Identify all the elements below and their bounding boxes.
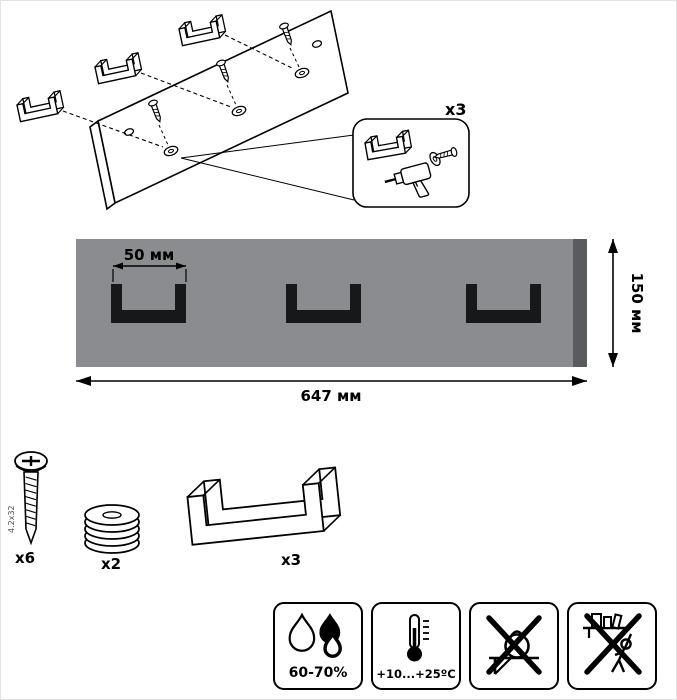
hook: [177, 14, 228, 47]
thermometer-icon: [375, 609, 457, 667]
front-view-illustration: 50 мм 647 мм 150 мм: [76, 239, 646, 405]
screw-illustration: 4.2x32: [7, 449, 61, 549]
dimension-board-width: 647 мм: [76, 376, 587, 405]
prohibition-cross: [587, 616, 639, 672]
dimension-board-height: 150 мм: [608, 239, 646, 367]
no-hanging-climbing-box: [567, 602, 657, 690]
leader-line: [63, 111, 163, 147]
hook: [111, 284, 186, 323]
screw-count-label: x6: [15, 549, 36, 567]
hook-illustration: [167, 457, 367, 557]
dimension-label-50: 50 мм: [124, 246, 175, 264]
no-hanging-climbing-icon: [571, 609, 653, 681]
hook: [93, 52, 144, 85]
humidity-drops-icon: [277, 609, 359, 665]
prohibition-cross: [489, 618, 539, 672]
person-figure: [612, 634, 631, 672]
screw-threads: [25, 477, 37, 526]
assembly-axis-line: [159, 125, 168, 145]
callout-bubble: [353, 119, 469, 207]
assembly-axis-line: [227, 85, 236, 105]
temperature-range-label: +10...+25ºC: [376, 667, 456, 681]
hook: [466, 284, 541, 323]
hook: [15, 90, 66, 123]
leader-line: [141, 73, 231, 107]
board-side-edge: [573, 239, 587, 367]
drill-icon: [383, 162, 436, 205]
hook-count-label: x3: [281, 551, 302, 569]
temperature-condition-box: +10...+25ºC: [371, 602, 461, 690]
leader-line: [225, 35, 294, 69]
no-heavy-load-box: [469, 602, 559, 690]
humidity-range-label: 60-70%: [288, 665, 348, 681]
mounting-hole: [312, 40, 323, 49]
condition-pictogram-row: 60-70% +10...+25ºC: [273, 602, 657, 690]
detail-callout: x3: [181, 100, 469, 207]
callout-cone-line: [181, 135, 354, 158]
callout-count-label: x3: [445, 100, 466, 119]
no-heavy-load-icon: [473, 609, 555, 681]
hook: [286, 284, 361, 323]
humidity-condition-box: 60-70%: [273, 602, 363, 690]
dimension-hook-width: 50 мм: [113, 246, 186, 282]
dimension-label-150: 150 мм: [628, 272, 646, 333]
exploded-view-illustration: x3: [15, 1, 677, 229]
dimension-label-647: 647 мм: [300, 387, 361, 405]
screw-size-label: 4.2x32: [7, 505, 16, 533]
hook-rail-board: [76, 239, 587, 367]
washer-stack-illustration: [77, 487, 147, 559]
mounting-board: [90, 11, 348, 209]
callout-cone-line: [181, 158, 354, 200]
washer-count-label: x2: [101, 555, 122, 573]
